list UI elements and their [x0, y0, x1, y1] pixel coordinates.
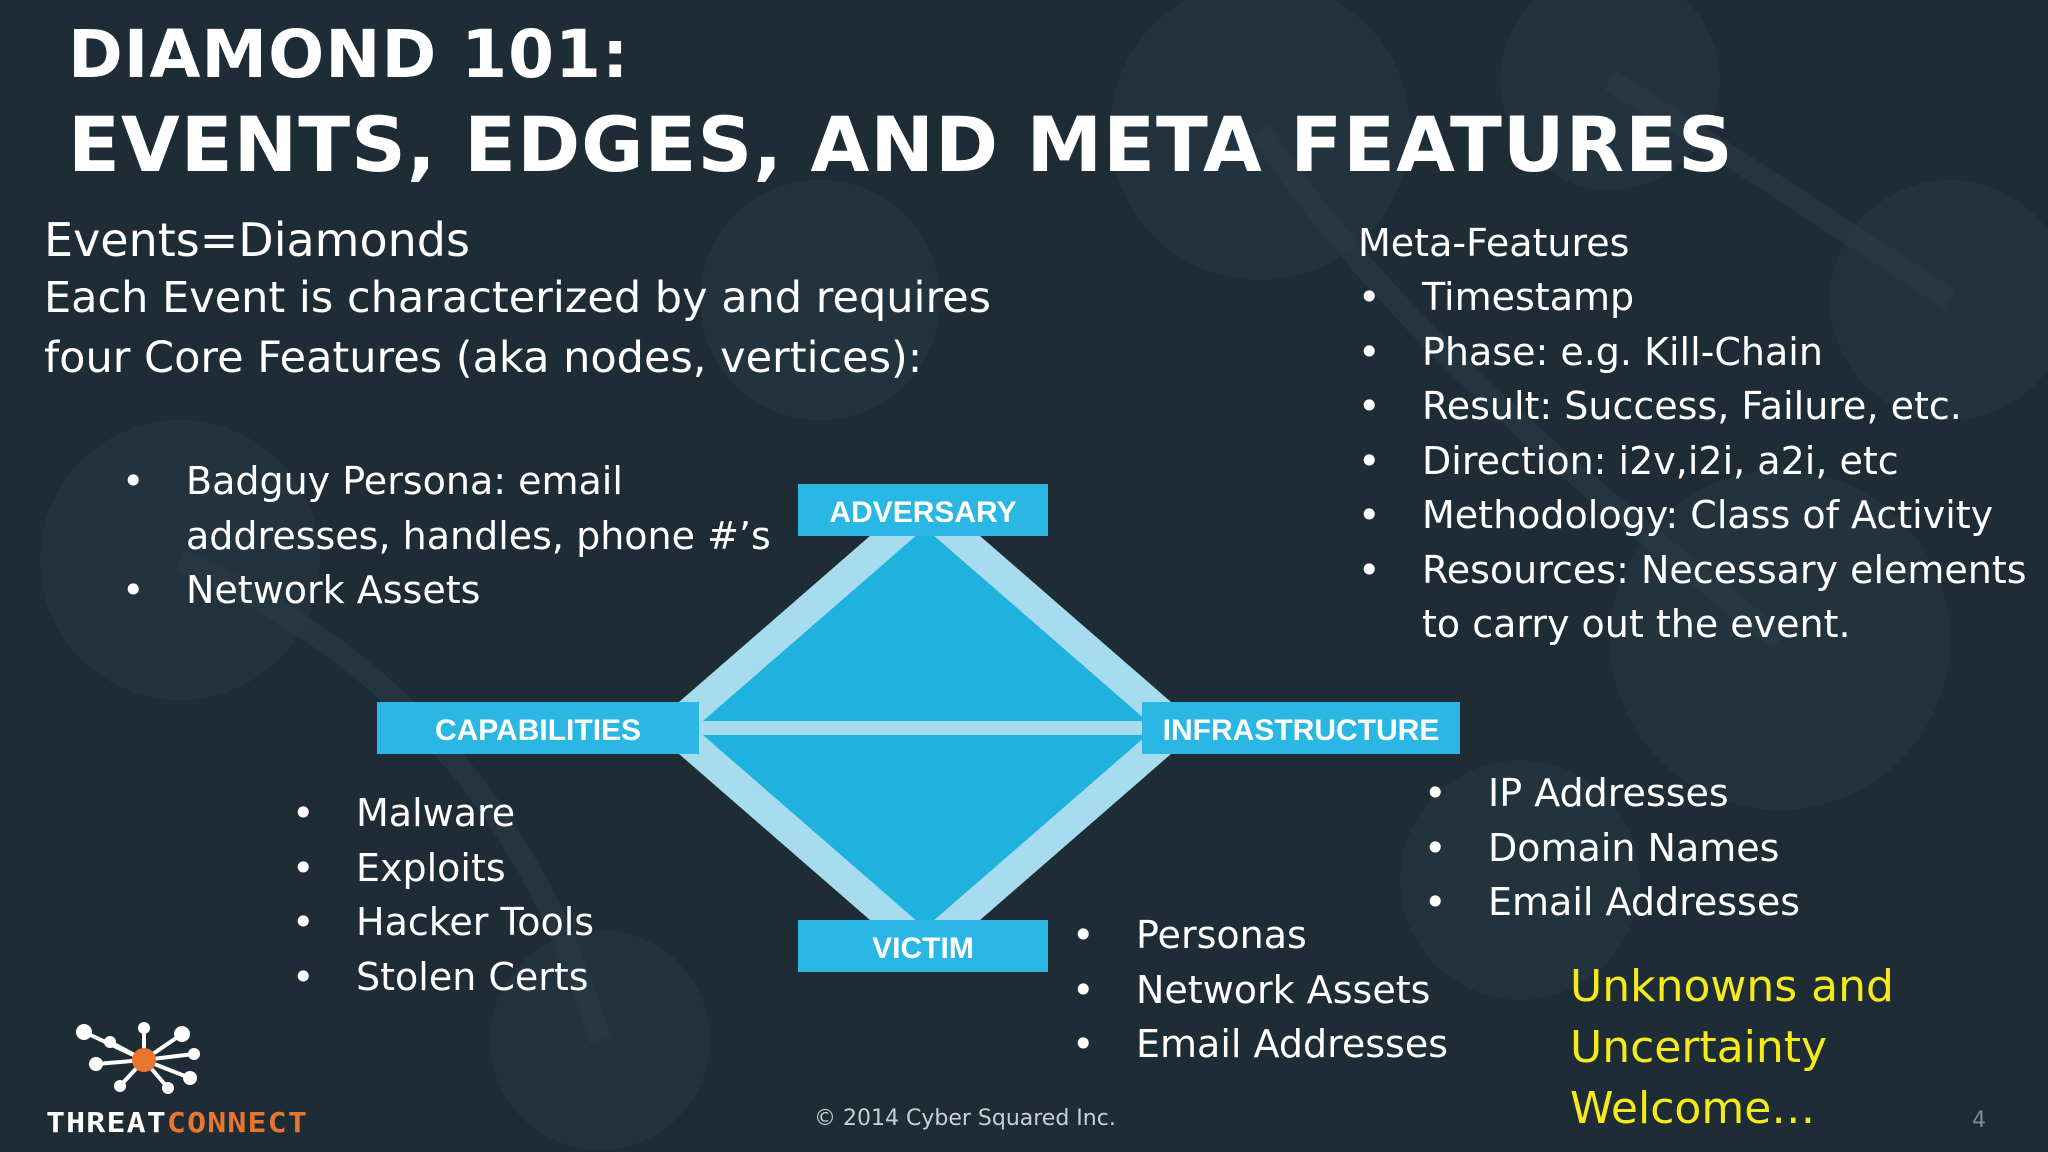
unknowns-line: Unknowns and	[1570, 961, 1894, 1012]
bullet-icon: •	[1424, 880, 1447, 924]
list-item: •Email Addresses	[1072, 1017, 1448, 1072]
intro-body-line: Each Event is characterized by and requi…	[44, 273, 992, 323]
list-item: •Timestamp	[1358, 270, 2027, 325]
list-item: •Result: Success, Failure, etc.	[1358, 379, 2027, 434]
list-item: •Hacker Tools	[292, 895, 594, 950]
list-item: •Domain Names	[1424, 821, 1800, 876]
intro-heading: Events=Diamonds	[44, 213, 470, 267]
bullet-icon: •	[1072, 967, 1095, 1012]
list-item: •Personas	[1072, 908, 1448, 963]
list-item: •Network Assets	[1072, 963, 1448, 1018]
bullet-icon: •	[1358, 493, 1381, 537]
node-adversary-label: ADVERSARY	[829, 496, 1016, 529]
edge-adversary-capabilities	[662, 496, 935, 740]
bullet-icon: •	[1424, 825, 1447, 870]
list-item: •Direction: i2v,i2i, a2i, etc	[1358, 434, 2027, 489]
list-item: •Exploits	[292, 841, 594, 896]
node-infrastructure-label: INFRASTRUCTURE	[1163, 714, 1440, 747]
edge-adversary-infrastructure	[915, 496, 1188, 740]
node-adversary: ADVERSARY	[798, 484, 1048, 536]
bullet-icon: •	[1358, 438, 1381, 483]
list-item: •Resources: Necessary elements	[1358, 543, 2027, 598]
node-capabilities-label: CAPABILITIES	[435, 714, 641, 747]
infrastructure-feature-list: •IP Addresses •Domain Names •Email Addre…	[1424, 766, 1800, 930]
node-victim: VICTIM	[798, 920, 1048, 972]
list-item: •Network Assets	[122, 563, 771, 618]
list-item: •Methodology: Class of Activity	[1358, 488, 2027, 543]
list-item: •Stolen Certs	[292, 950, 594, 1005]
victim-feature-list: •Personas •Network Assets •Email Address…	[1072, 908, 1448, 1072]
bullet-icon: •	[1072, 1022, 1095, 1066]
list-item: •Phase: e.g. Kill-Chain	[1358, 325, 2027, 380]
page-number: 4	[1972, 1108, 1986, 1133]
node-capabilities: CAPABILITIES	[377, 702, 699, 754]
bullet-icon: •	[122, 459, 145, 503]
adversary-feature-list: •Badguy Persona: email addresses, handle…	[122, 454, 771, 618]
slide-title-line2: EVENTS, EDGES, AND META FEATURES	[68, 100, 1734, 189]
edge-capabilities-victim	[662, 716, 935, 960]
node-victim-label: VICTIM	[872, 932, 974, 965]
list-item: to carry out the event.	[1422, 602, 1851, 646]
list-item: •Badguy Persona: email	[122, 454, 771, 509]
network-cluster-icon	[76, 1022, 200, 1094]
slide-title-line1: DIAMOND 101:	[68, 16, 630, 93]
bullet-icon: •	[1358, 275, 1381, 319]
edge-infrastructure-victim	[915, 716, 1188, 960]
bullet-icon: •	[292, 845, 315, 890]
meta-features-heading: Meta-Features	[1358, 221, 1630, 265]
bullet-icon: •	[1424, 771, 1447, 815]
capabilities-feature-list: •Malware •Exploits •Hacker Tools •Stolen…	[292, 786, 594, 1004]
diamond-model-diagram: ADVERSARY CAPABILITIES INFRASTRUCTURE VI…	[377, 484, 1460, 972]
node-infrastructure: INFRASTRUCTURE	[1142, 702, 1460, 754]
bullet-icon: •	[122, 568, 145, 612]
bullet-icon: •	[292, 900, 315, 944]
intro-body: Each Event is characterized by and requi…	[44, 268, 991, 388]
list-item: •IP Addresses	[1424, 766, 1800, 821]
unknowns-callout: Unknowns and Uncertainty Welcome…	[1570, 956, 1894, 1139]
intro-body-line: four Core Features (aka nodes, vertices)…	[44, 333, 923, 383]
unknowns-line: Uncertainty	[1570, 1022, 1828, 1073]
bullet-icon: •	[292, 954, 315, 999]
list-item: addresses, handles, phone #’s	[186, 513, 771, 558]
list-item: •Email Addresses	[1424, 875, 1800, 930]
copyright-text: © 2014 Cyber Squared Inc.	[814, 1106, 1116, 1131]
list-item: •Malware	[292, 786, 594, 841]
bullet-icon: •	[292, 791, 315, 835]
bullet-icon: •	[1358, 329, 1381, 374]
bullet-icon: •	[1358, 384, 1381, 428]
bullet-icon: •	[1072, 913, 1095, 957]
bullet-icon: •	[1358, 547, 1381, 592]
unknowns-line: Welcome…	[1570, 1083, 1816, 1134]
meta-features-list: •Timestamp •Phase: e.g. Kill-Chain •Resu…	[1358, 270, 2027, 652]
diamond-edges	[662, 496, 1188, 960]
